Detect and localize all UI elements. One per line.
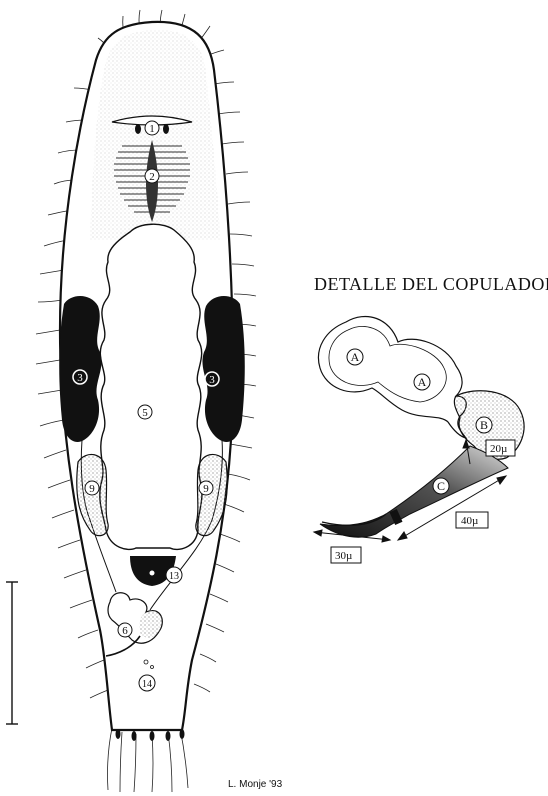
testis-left <box>59 296 101 442</box>
label-1: 1 <box>149 123 155 135</box>
part-a-lower: A <box>418 375 427 389</box>
author-credit: L. Monje '93 <box>228 779 282 790</box>
part-a-upper: A <box>351 350 360 364</box>
label-9-right: 9 <box>203 483 209 495</box>
scale-bar <box>6 582 18 724</box>
measure-30: 30µ <box>335 550 352 562</box>
detail-title: DETALLE DEL COPULADOR <box>314 274 548 295</box>
intestine <box>100 224 202 549</box>
eyespot-right <box>163 124 169 134</box>
measure-20: 20µ <box>490 443 507 455</box>
part-c: C <box>437 479 445 493</box>
organ-13-pore <box>150 571 155 576</box>
eyespot-left <box>135 124 141 134</box>
label-3-left: 3 <box>77 372 83 384</box>
label-3-right: 3 <box>209 374 215 386</box>
label-6: 6 <box>122 625 128 637</box>
label-9-left: 9 <box>89 483 95 495</box>
measure-40: 40µ <box>461 515 478 527</box>
copulator-detail: A A B C 20µ 40µ 30µ <box>314 316 524 563</box>
testis-right <box>202 296 244 442</box>
label-5: 5 <box>142 407 148 419</box>
label-13: 13 <box>169 571 179 582</box>
part-b: B <box>480 418 488 432</box>
label-2: 2 <box>149 171 155 183</box>
label-14: 14 <box>142 679 152 690</box>
